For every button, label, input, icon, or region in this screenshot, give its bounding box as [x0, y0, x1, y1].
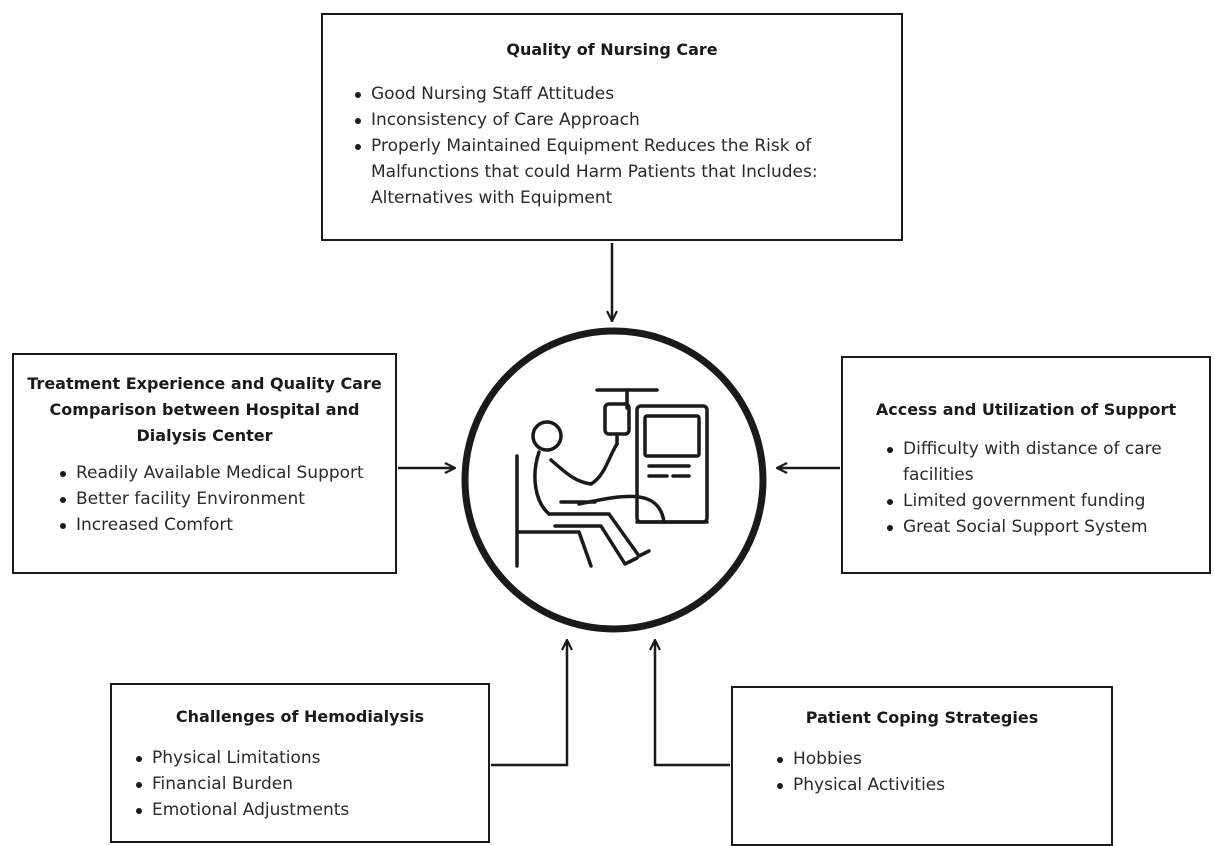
list-item: Difficulty with distance of care facilit…: [883, 436, 1203, 488]
arrow-bottom-right-to-hub: [655, 640, 730, 767]
hub-circle: [461, 327, 767, 633]
bullet-list: Readily Available Medical Support Better…: [56, 460, 386, 538]
box-title: Quality of Nursing Care: [506, 40, 718, 59]
list-item: Good Nursing Staff Attitudes: [351, 81, 891, 107]
list-item: Physical Limitations: [132, 745, 472, 771]
list-item: Readily Available Medical Support: [56, 460, 386, 486]
box-title: Challenges of Hemodialysis: [175, 707, 425, 726]
bullet-list: Hobbies Physical Activities: [773, 746, 1093, 798]
list-item: Emotional Adjustments: [132, 797, 472, 823]
list-item: Properly Maintained Equipment Reduces th…: [351, 133, 891, 211]
hemodialysis-patient-icon: [515, 388, 709, 568]
bullet-list: Difficulty with distance of care facilit…: [883, 436, 1203, 540]
bullet-list: Good Nursing Staff Attitudes Inconsisten…: [351, 81, 891, 211]
box-patient-coping-strategies: Patient Coping Strategies Hobbies Physic…: [731, 686, 1113, 846]
list-item: Great Social Support System: [883, 514, 1203, 540]
box-title: Access and Utilization of Support: [875, 400, 1177, 419]
box-title: Patient Coping Strategies: [805, 708, 1039, 727]
bullet-list: Physical Limitations Financial Burden Em…: [132, 745, 472, 823]
list-item: Physical Activities: [773, 772, 1093, 798]
box-challenges-of-hemodialysis: Challenges of Hemodialysis Physical Limi…: [110, 683, 490, 843]
box-access-and-utilization: Access and Utilization of Support Diffic…: [841, 356, 1211, 574]
list-item: Increased Comfort: [56, 512, 386, 538]
list-item: Financial Burden: [132, 771, 472, 797]
list-item: Inconsistency of Care Approach: [351, 107, 891, 133]
box-quality-of-nursing-care: Quality of Nursing Care Good Nursing Sta…: [321, 13, 903, 241]
list-item: Hobbies: [773, 746, 1093, 772]
box-title: Treatment Experience and Quality Care Co…: [27, 374, 382, 445]
center-hub: [461, 327, 767, 633]
list-item: Limited government funding: [883, 488, 1203, 514]
list-item: Better facility Environment: [56, 486, 386, 512]
box-treatment-experience: Treatment Experience and Quality Care Co…: [12, 353, 397, 574]
arrow-bottom-left-to-hub: [491, 640, 567, 767]
